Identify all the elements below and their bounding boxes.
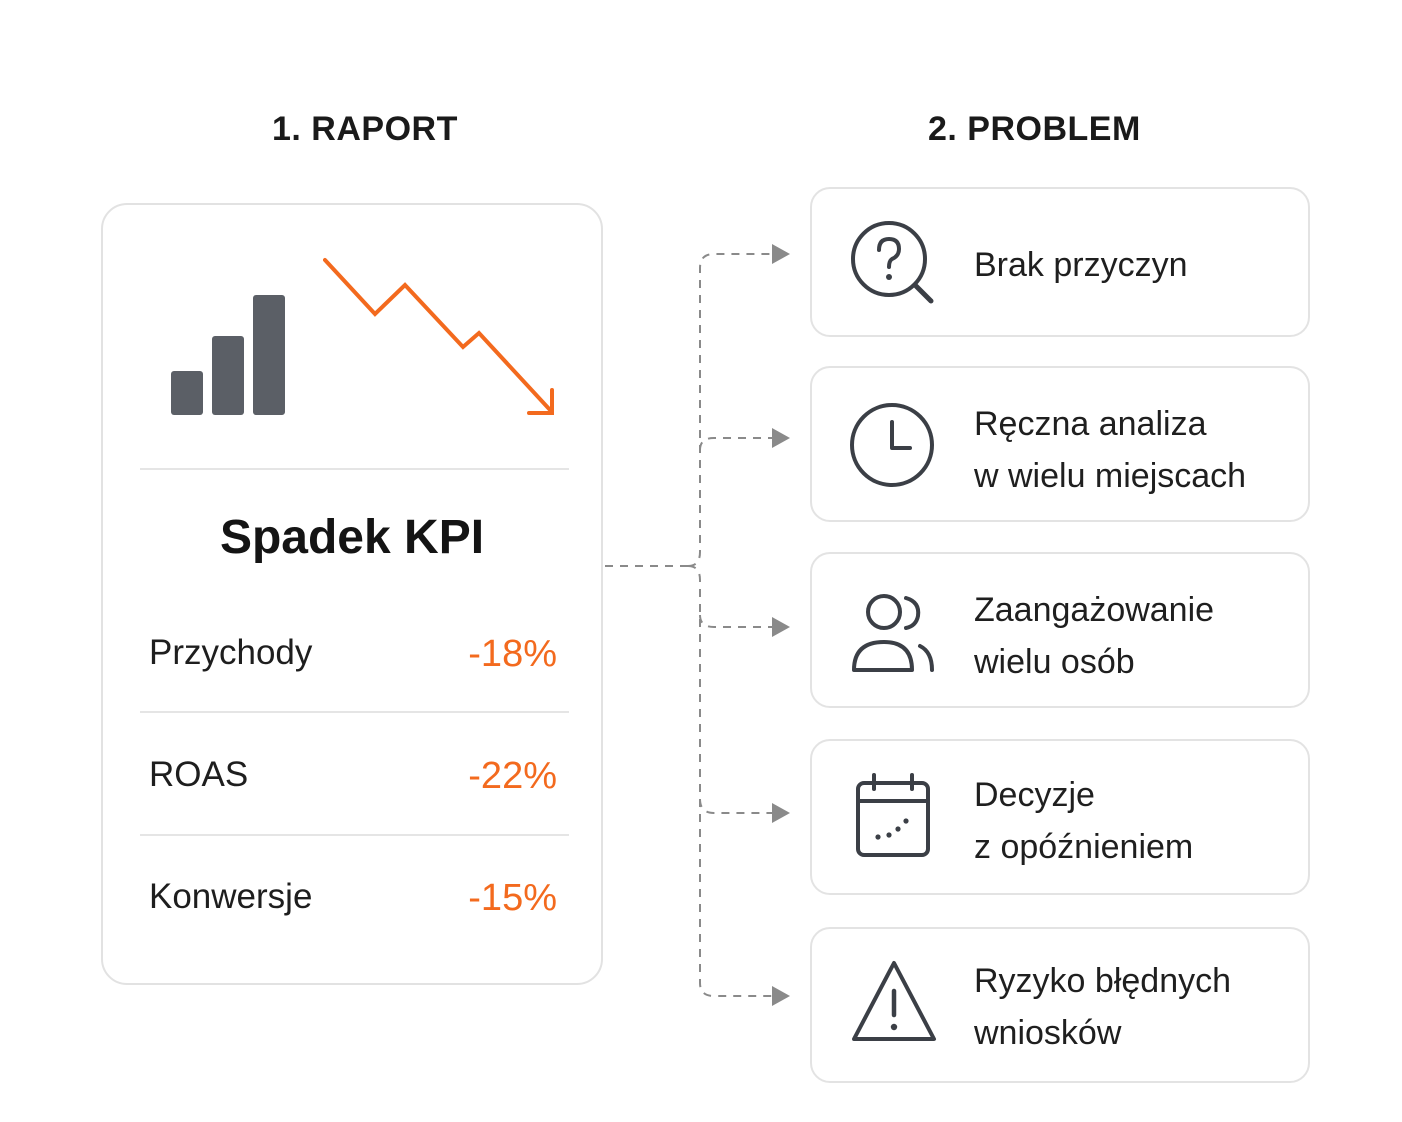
users-icon <box>852 594 934 672</box>
metric-row-conversions: Konwersje -15% <box>149 877 557 927</box>
metric-value: -15% <box>468 877 557 919</box>
bar-chart-icon <box>171 291 301 415</box>
problem-text: Ręczna analiza w wielu miejscach <box>974 398 1246 502</box>
clock-icon <box>850 403 934 487</box>
problem-line: Zaangażowanie <box>974 591 1215 629</box>
connector-branch-3 <box>699 614 772 628</box>
problem-line: Brak przyczyn <box>974 246 1188 284</box>
metric-label: ROAS <box>149 755 249 794</box>
problem-line: wniosków <box>974 1014 1122 1052</box>
problem-line: Decyzje <box>974 776 1095 814</box>
problem-line: Ryzyko błędnych <box>974 962 1232 1000</box>
calendar-icon <box>856 773 930 857</box>
problem-line: Ręczna analiza <box>974 405 1207 443</box>
problem-card-many-people: Zaangażowanie wielu osób <box>810 552 1310 708</box>
connector-branch-1 <box>687 253 772 567</box>
connector-branch-4 <box>687 565 772 814</box>
bar-small <box>171 371 203 415</box>
problem-card-manual-analysis: Ręczna analiza w wielu miejscach <box>810 366 1310 522</box>
metric-value: -22% <box>468 755 557 797</box>
connector-branch-2 <box>699 437 772 451</box>
kpi-title: Spadek KPI <box>219 511 485 564</box>
metric-row-revenue: Przychody -18% <box>149 633 557 683</box>
question-search-icon <box>851 221 934 304</box>
problem-line: wielu osób <box>974 643 1135 681</box>
arrowhead-2 <box>772 428 790 448</box>
problem-card-wrong-conclusions: Ryzyko błędnych wniosków <box>810 927 1310 1083</box>
problem-text: Brak przyczyn <box>974 239 1188 291</box>
problem-text: Decyzje z opóźnieniem <box>974 769 1193 873</box>
report-card: Spadek KPI Przychody -18% ROAS -22% Konw… <box>101 203 603 985</box>
report-divider-top <box>140 468 569 470</box>
metric-row-roas: ROAS -22% <box>149 755 557 805</box>
bar-medium <box>212 336 244 415</box>
arrowhead-5 <box>772 986 790 1006</box>
metric-value: -18% <box>468 633 557 675</box>
problem-card-no-causes: Brak przyczyn <box>810 187 1310 337</box>
problem-text: Zaangażowanie wielu osób <box>974 584 1214 688</box>
problem-line: z opóźnieniem <box>974 828 1194 866</box>
connector-branch-5 <box>699 799 772 997</box>
report-section-title: 1. RAPORT <box>272 110 458 148</box>
problem-line: w wielu miejscach <box>974 457 1247 495</box>
metric-divider <box>140 711 569 713</box>
metric-label: Konwersje <box>149 877 313 916</box>
problem-text: Ryzyko błędnych wniosków <box>974 955 1231 1059</box>
metric-label: Przychody <box>149 633 313 672</box>
downtrend-arrow-icon <box>323 258 554 415</box>
metric-divider <box>140 834 569 836</box>
arrowhead-4 <box>772 803 790 823</box>
problem-card-delayed-decisions: Decyzje z opóźnieniem <box>810 739 1310 895</box>
arrowhead-1 <box>772 244 790 264</box>
arrowhead-3 <box>772 617 790 637</box>
warning-icon <box>852 961 936 1041</box>
problem-section-title: 2. PROBLEM <box>928 110 1141 148</box>
bar-large <box>253 295 285 415</box>
